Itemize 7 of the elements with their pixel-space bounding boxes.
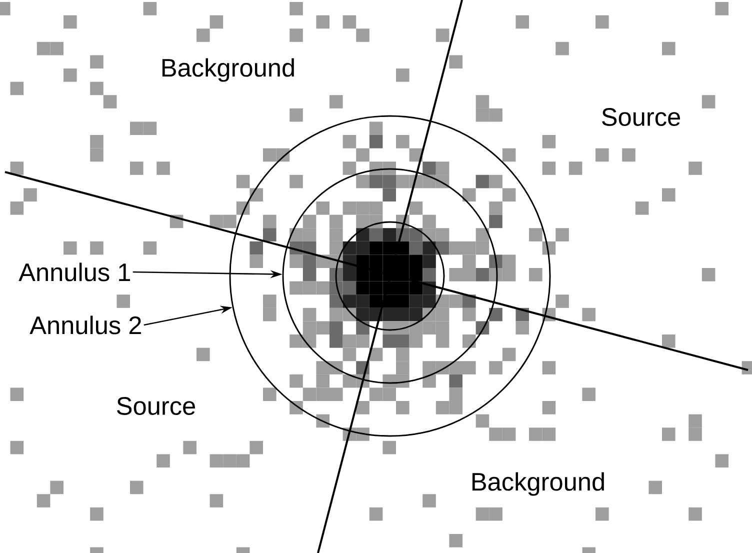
annulus-label: Annulus 2 <box>30 316 141 334</box>
region-label: Background <box>162 58 294 82</box>
ring-circle <box>229 115 551 437</box>
region-label: Source <box>602 108 680 126</box>
region-label: Source <box>117 397 195 415</box>
annulus-label: Annulus 1 <box>18 262 130 282</box>
region-label: Background <box>472 472 604 496</box>
